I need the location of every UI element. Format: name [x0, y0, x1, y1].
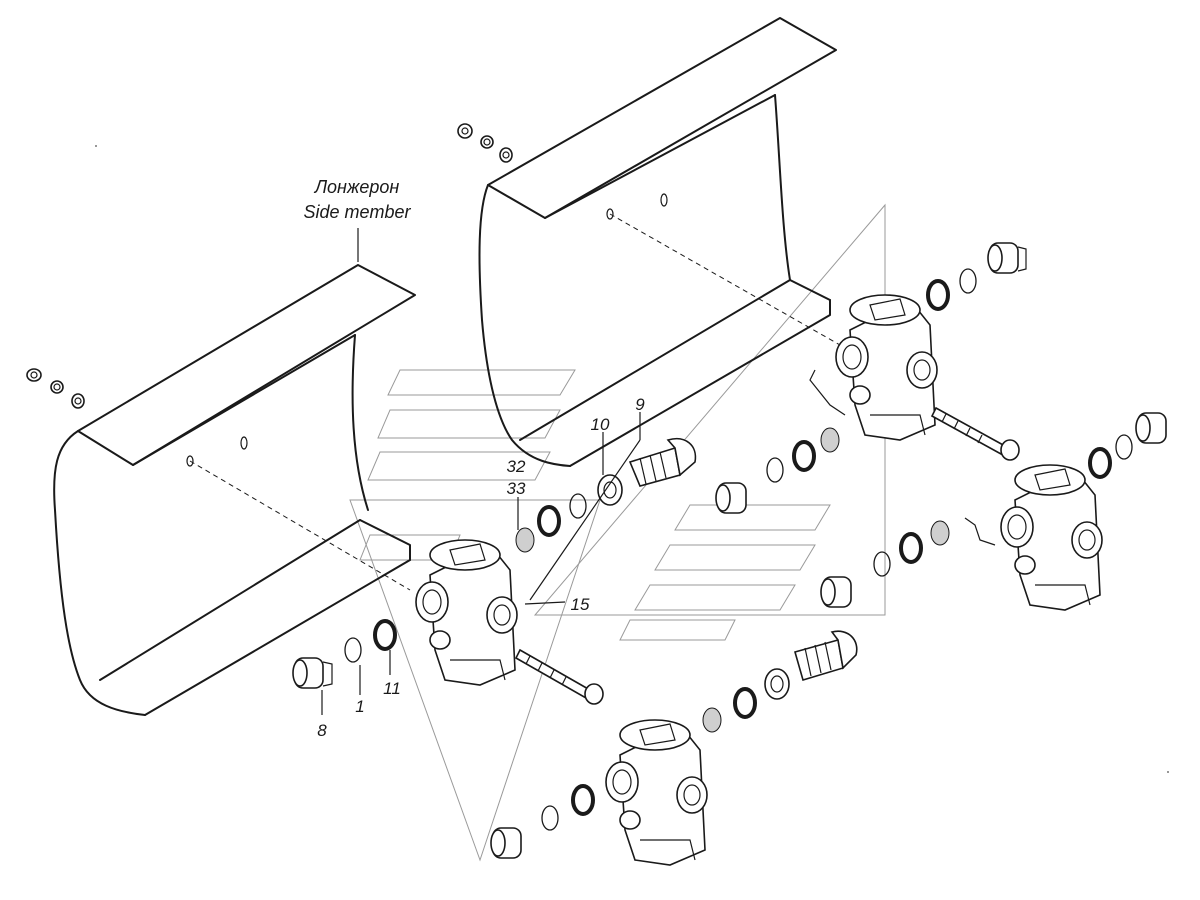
valve-unit-upper-right — [835, 294, 938, 441]
fitting-middle — [715, 482, 747, 514]
valve-unit-right — [1000, 464, 1103, 611]
long-bolt-right — [930, 406, 1020, 461]
nut-washer-set-left — [26, 368, 85, 409]
bolt-axis-left — [189, 460, 411, 591]
side-member-right — [478, 17, 837, 467]
callout-label: 15 — [571, 595, 590, 614]
caption-en: Side member — [303, 202, 411, 222]
fitting-right — [1135, 412, 1167, 444]
side-member-left — [53, 264, 416, 716]
speck — [95, 145, 97, 147]
long-bolt-center — [514, 648, 604, 705]
callout-label: 32 — [507, 457, 526, 476]
seal-rings — [344, 268, 1133, 831]
callout-label: 1 — [355, 697, 364, 716]
caption-ru: Лонжерон — [314, 177, 400, 197]
elbow-fitting-9 — [628, 438, 697, 487]
callout-label: 9 — [635, 395, 645, 414]
leader-lines — [321, 228, 996, 715]
bolt-axis-right — [609, 213, 841, 346]
fitting-upper-right — [987, 242, 1027, 274]
watermark-logo-right — [533, 203, 886, 641]
fitting-8 — [292, 657, 333, 689]
fitting-lower-middle — [820, 576, 852, 608]
nut-washer-set-right — [457, 123, 513, 163]
callout-label: 11 — [383, 679, 401, 698]
callout-label: 10 — [591, 415, 610, 434]
elbow-fitting-lower — [794, 630, 858, 681]
callout-label: 33 — [507, 479, 526, 498]
valve-unit-center — [415, 539, 518, 686]
valve-unit-bottom — [605, 719, 708, 866]
speck — [1167, 771, 1169, 773]
fitting-bottom — [490, 827, 522, 859]
callout-label: 8 — [317, 721, 327, 740]
